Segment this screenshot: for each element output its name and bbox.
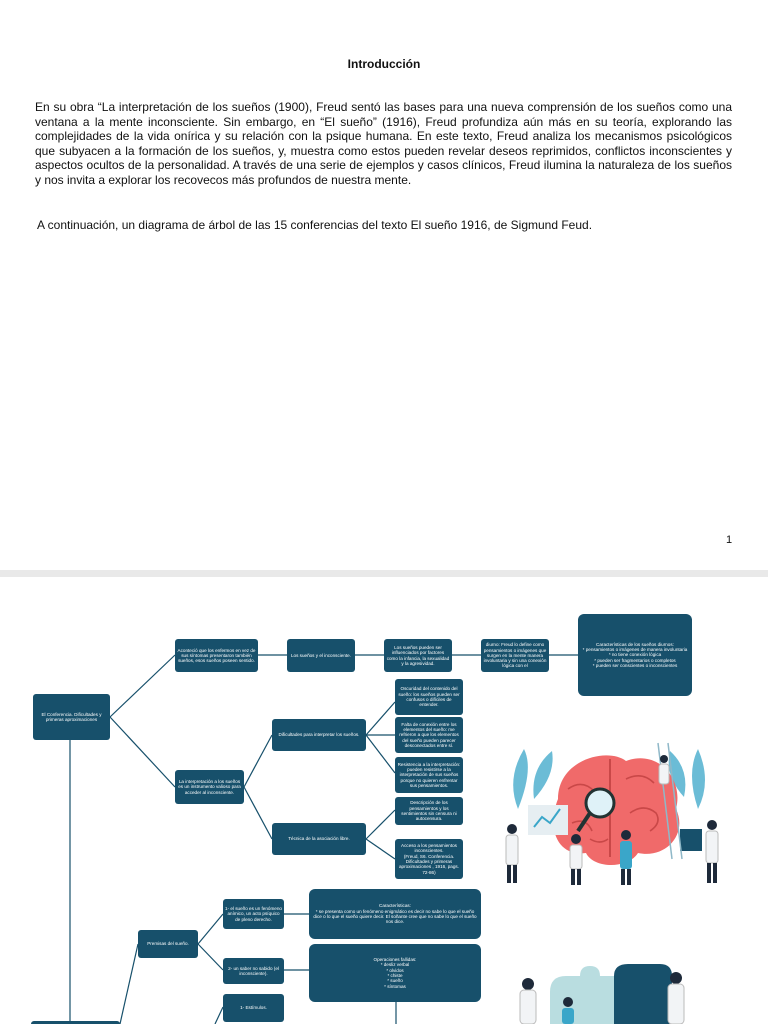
diagram-node: Dificultades para interpretar los sueños… bbox=[272, 719, 366, 751]
brain-illustration bbox=[505, 742, 719, 885]
diagram-node: Los sueños y el inconsciente. bbox=[287, 639, 355, 672]
diagram-node bbox=[31, 1021, 120, 1024]
document-page-2: El Conferencia. Dificultades y primeras … bbox=[0, 577, 768, 1024]
diagram-node: Resistencia a la interpretación: pueden … bbox=[395, 757, 463, 793]
diagram-node: Técnica de la asociación libre. bbox=[272, 823, 366, 855]
puzzle-illustration bbox=[519, 964, 685, 1024]
diagram-node: Descripción de los pensamientos y los se… bbox=[395, 797, 463, 825]
diagram-node: Acceso a los pensamientos inconscientes.… bbox=[395, 839, 463, 879]
diagram-node: diurno: Freud lo define como pensamiento… bbox=[481, 639, 549, 672]
diagram-node: Características de los sueños diurnos: *… bbox=[578, 614, 692, 696]
diagram-node: Características: * se presenta como un f… bbox=[309, 889, 481, 939]
tree-connector-lines bbox=[69, 654, 578, 1024]
diagram-root-node: El Conferencia. Dificultades y primeras … bbox=[33, 694, 110, 740]
diagram-node: Aconteció que los enfermos en vez de sus… bbox=[175, 639, 258, 672]
diagram-node: Operaciones fallidas: * desliz verbal * … bbox=[309, 944, 481, 1002]
document-page-1: Introducción En su obra “La interpretaci… bbox=[0, 0, 768, 570]
diagram-node: 2- un saber no sabido (el inconsciente). bbox=[223, 958, 284, 984]
page-title: Introducción bbox=[347, 57, 421, 71]
diagram-node: Premisas del sueño. bbox=[138, 930, 198, 958]
diagram-node: 1- el sueño es un fenómeno anímico, un a… bbox=[223, 899, 284, 929]
intro-paragraph: En su obra “La interpretación de los sue… bbox=[35, 100, 732, 187]
diagram-node: Los sueños pueden ser influenciados por … bbox=[384, 639, 452, 672]
page-number: 1 bbox=[726, 534, 733, 546]
diagram-node: Oscuridad del contenido del sueño: los s… bbox=[395, 679, 463, 715]
diagram-node: Falta de conexión entre los elementos de… bbox=[395, 717, 463, 753]
diagram-node: La interpretación a los sueños es un ins… bbox=[175, 770, 244, 804]
diagram-node: 1- Estímulos. bbox=[223, 994, 284, 1022]
diagram-intro-paragraph: A continuación, un diagrama de árbol de … bbox=[37, 218, 593, 232]
